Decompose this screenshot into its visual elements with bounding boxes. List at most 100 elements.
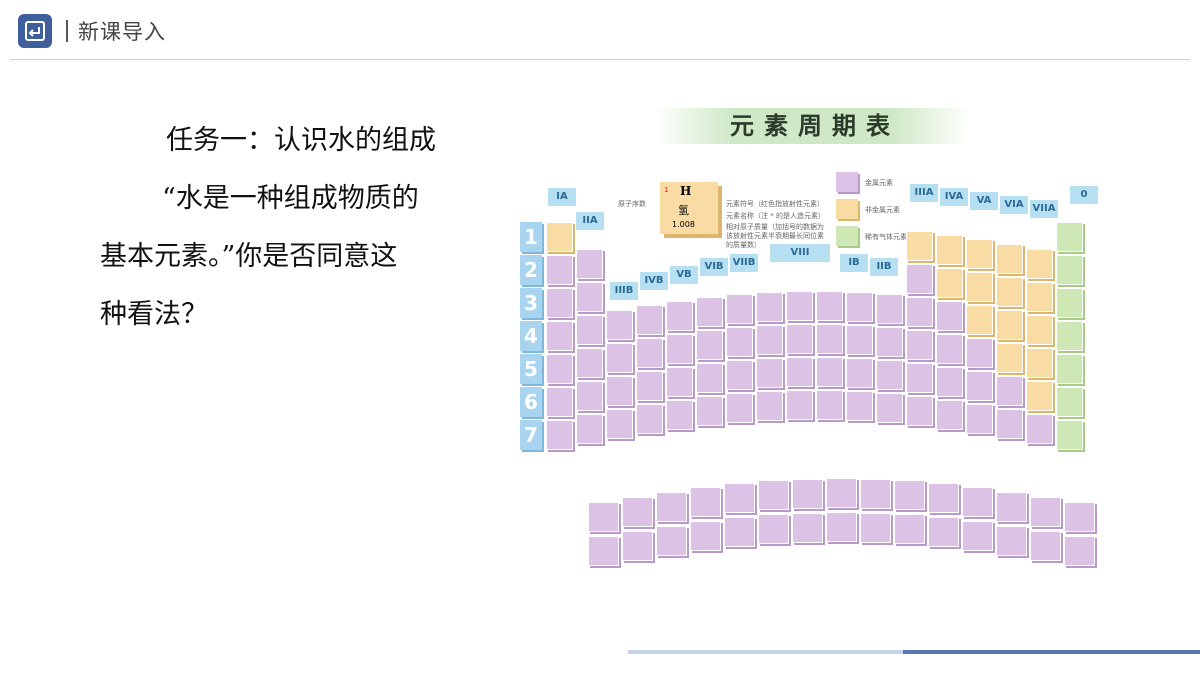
element-cell xyxy=(576,414,603,444)
element-cell xyxy=(724,483,755,513)
element-cell xyxy=(906,396,933,426)
element-cell xyxy=(966,404,993,434)
element-cell xyxy=(936,301,963,331)
legend-sample-name: 氢 xyxy=(678,204,689,217)
element-cell xyxy=(756,358,783,388)
element-cell xyxy=(546,354,573,384)
element-cell xyxy=(816,324,843,354)
period-label: 5 xyxy=(520,354,542,384)
group-label: VA xyxy=(970,192,998,210)
task-heading: 任务一：认识水的组成 xyxy=(166,125,436,156)
element-cell xyxy=(876,294,903,324)
element-cell xyxy=(846,325,873,355)
legend-metal-swatch xyxy=(836,172,858,192)
legend-nonmetal-label: 非金属元素 xyxy=(865,206,900,214)
progress-fill xyxy=(902,650,1200,654)
element-cell xyxy=(966,371,993,401)
element-cell xyxy=(696,363,723,393)
element-cell xyxy=(816,357,843,387)
legend-atomic-number: 原子序数 xyxy=(618,200,646,208)
element-cell xyxy=(606,376,633,406)
element-cell xyxy=(1026,249,1053,279)
element-cell xyxy=(696,396,723,426)
header-divider xyxy=(10,59,1190,60)
element-cell xyxy=(936,235,963,265)
element-cell xyxy=(876,360,903,390)
element-cell xyxy=(1030,497,1061,527)
legend-noble-label: 稀有气体元素 xyxy=(865,233,907,241)
element-cell xyxy=(666,367,693,397)
element-cell xyxy=(966,272,993,302)
element-cell xyxy=(962,487,993,517)
element-cell xyxy=(588,502,619,532)
element-cell xyxy=(1064,502,1095,532)
element-cell xyxy=(966,305,993,335)
header-separator xyxy=(66,20,68,42)
page-title: 新课导入 xyxy=(78,20,166,44)
element-cell xyxy=(666,301,693,331)
element-cell xyxy=(786,324,813,354)
element-cell xyxy=(1056,321,1083,351)
element-cell xyxy=(576,315,603,345)
element-cell xyxy=(696,297,723,327)
group-label: VIB xyxy=(700,258,728,276)
element-cell xyxy=(690,487,721,517)
element-cell xyxy=(726,393,753,423)
group-label: VIA xyxy=(1000,196,1028,214)
element-cell xyxy=(576,249,603,279)
element-cell xyxy=(756,292,783,322)
group-label: IB xyxy=(840,254,868,272)
element-cell xyxy=(622,531,653,561)
element-cell xyxy=(894,480,925,510)
element-cell xyxy=(576,381,603,411)
element-cell xyxy=(690,521,721,551)
element-cell xyxy=(786,357,813,387)
period-label: 1 xyxy=(520,222,542,252)
element-cell xyxy=(846,358,873,388)
period-label: 7 xyxy=(520,420,542,450)
element-cell xyxy=(636,305,663,335)
period-label: 6 xyxy=(520,387,542,417)
task-text: 任务一：认识水的组成 “水是一种组成物质的 基本元素。”你是否同意这 种看法？ xyxy=(100,112,500,344)
legend-sample-cell: H 1 氢 1.008 xyxy=(660,182,718,234)
group-label: VIIA xyxy=(1030,200,1058,218)
element-cell xyxy=(936,334,963,364)
element-cell xyxy=(636,404,663,434)
element-cell xyxy=(816,291,843,321)
element-cell xyxy=(1056,420,1083,450)
element-cell xyxy=(906,231,933,261)
group-label: 0 xyxy=(1070,186,1098,204)
element-cell xyxy=(936,367,963,397)
element-cell xyxy=(996,343,1023,373)
return-arrow-icon[interactable] xyxy=(18,14,52,48)
figure-banner xyxy=(655,108,970,144)
period-label: 4 xyxy=(520,321,542,351)
element-cell xyxy=(636,338,663,368)
element-cell xyxy=(906,363,933,393)
element-cell xyxy=(666,400,693,430)
group-label: VB xyxy=(670,266,698,284)
element-cell xyxy=(758,480,789,510)
group-label: IIIA xyxy=(910,184,938,202)
figure-title: 元素周期表 xyxy=(730,111,900,140)
element-cell xyxy=(636,371,663,401)
element-cell xyxy=(546,420,573,450)
element-cell xyxy=(1026,381,1053,411)
element-cell xyxy=(876,393,903,423)
group-label: IIB xyxy=(870,258,898,276)
element-cell xyxy=(826,478,857,508)
element-cell xyxy=(996,376,1023,406)
element-cell xyxy=(756,391,783,421)
element-cell xyxy=(606,343,633,373)
element-cell xyxy=(666,334,693,364)
element-cell xyxy=(726,294,753,324)
group-label: IVA xyxy=(940,188,968,206)
element-cell xyxy=(546,255,573,285)
element-cell xyxy=(546,387,573,417)
element-cell xyxy=(906,330,933,360)
element-cell xyxy=(928,517,959,547)
element-cell xyxy=(758,514,789,544)
element-cell xyxy=(786,291,813,321)
element-cell xyxy=(576,348,603,378)
